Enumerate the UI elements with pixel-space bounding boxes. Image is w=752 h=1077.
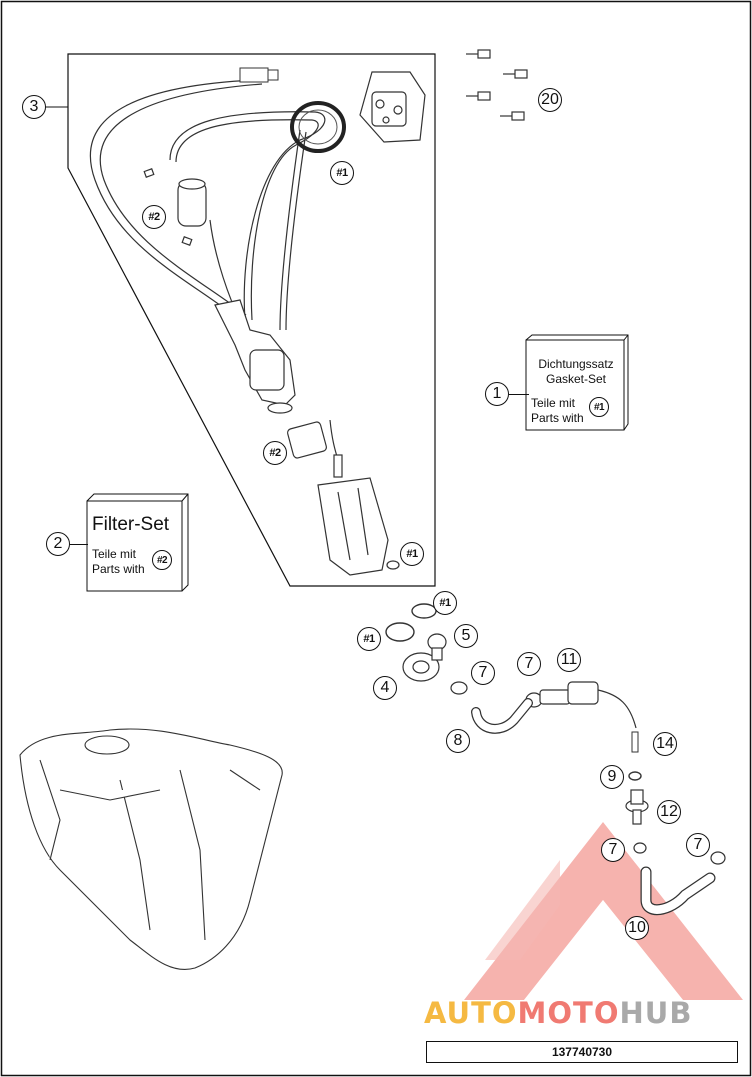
callout-20: 20 <box>538 88 562 112</box>
fuel-tank <box>19 728 283 970</box>
tag-filter-2b: #2 <box>263 441 287 465</box>
leader-2 <box>70 544 88 545</box>
callout-12: 12 <box>657 800 681 824</box>
pump-hoses <box>89 79 339 461</box>
callout-11: 11 <box>557 648 581 672</box>
filter-box-line1: Teile mit <box>92 547 137 561</box>
tag-gasket-1d: #1 <box>357 627 381 651</box>
callout-7c: 7 <box>601 838 625 862</box>
watermark-text: AUTOMOTOHUB <box>424 996 692 1030</box>
tag-gasket-1b: #1 <box>400 542 424 566</box>
bayonet-ring <box>402 652 440 682</box>
tag-gasket-1c: #1 <box>433 591 457 615</box>
filter-box-line2: Parts with <box>92 562 145 576</box>
valve-insert <box>427 633 447 661</box>
callout-14: 14 <box>653 732 677 756</box>
callout-7a: 7 <box>471 661 495 685</box>
pump-flange <box>359 71 426 143</box>
callout-9: 9 <box>600 765 624 789</box>
callout-3: 3 <box>22 95 46 119</box>
o-ring-9 <box>628 771 642 781</box>
tag-filter-box: #2 <box>152 550 172 570</box>
hose-clamps <box>450 681 726 865</box>
wire-connector <box>239 67 269 83</box>
gasket-box-line3: Teile mit <box>531 396 576 410</box>
part-number-box: 137740730 <box>426 1041 738 1063</box>
gasket-box-line2: Gasket-Set <box>545 372 607 386</box>
watermark-part3: HUB <box>619 996 693 1030</box>
watermark-part1: AUTO <box>424 996 518 1030</box>
filter-box-title: Filter-Set <box>92 514 170 535</box>
tag-gasket-box: #1 <box>589 397 609 417</box>
callout-5: 5 <box>454 624 478 648</box>
fitting <box>625 789 649 825</box>
gasket-box-line1: Dichtungssatz <box>538 357 614 371</box>
tag-gasket-1a: #1 <box>330 161 354 185</box>
pin <box>631 731 639 753</box>
gasket-box-line4: Parts with <box>531 411 584 425</box>
pressure-regulator <box>214 299 296 414</box>
filter-sleeve <box>286 421 328 459</box>
fuel-pump <box>317 454 400 576</box>
fuel-filter <box>143 168 207 246</box>
flange-gasket-ring <box>290 101 346 153</box>
callout-2: 2 <box>46 532 70 556</box>
leader-1 <box>509 394 529 395</box>
filter-set-box <box>86 493 189 592</box>
callout-1: 1 <box>485 382 509 406</box>
callout-4: 4 <box>373 676 397 700</box>
pump-assembly-frame <box>67 53 436 587</box>
callout-10: 10 <box>625 916 649 940</box>
tag-filter-2a: #2 <box>142 205 166 229</box>
callout-8: 8 <box>446 729 470 753</box>
quick-coupling <box>539 681 637 729</box>
watermark-logo-shape <box>464 822 743 1000</box>
o-rings <box>385 603 437 642</box>
watermark-part2: MOTO <box>517 996 620 1030</box>
bolts-group <box>466 49 528 121</box>
callout-7d: 7 <box>686 833 710 857</box>
callout-7b: 7 <box>517 652 541 676</box>
